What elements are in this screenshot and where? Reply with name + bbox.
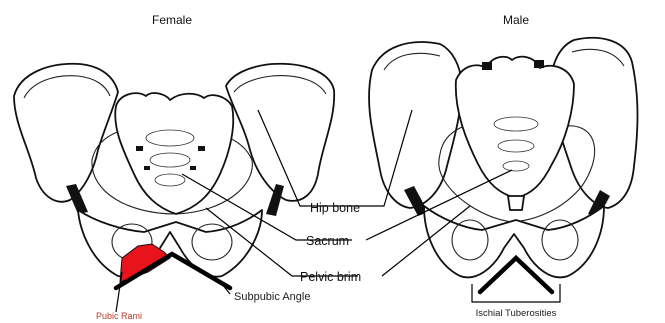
male-sacrum: [456, 57, 574, 198]
ischial-tuberosities-label: Ischial Tuberosities: [476, 308, 557, 319]
pubic-rami-label: Pubic Rami: [96, 311, 142, 321]
pelvic-brim-label: Pelvic brim: [300, 270, 361, 284]
sacrum-label: Sacrum: [306, 234, 349, 248]
female-lower-pelvis: [78, 210, 262, 277]
male-left-ilium: [369, 42, 462, 208]
female-left-ilium: [14, 64, 118, 202]
pubic-rami-leader: [116, 272, 122, 312]
male-heading: Male: [503, 13, 529, 27]
hip-bone-label: Hip bone: [310, 201, 360, 215]
male-lower-pelvis: [424, 206, 604, 277]
female-heading: Female: [152, 13, 192, 27]
subpubic-angle-label: Subpubic Angle: [234, 291, 310, 303]
